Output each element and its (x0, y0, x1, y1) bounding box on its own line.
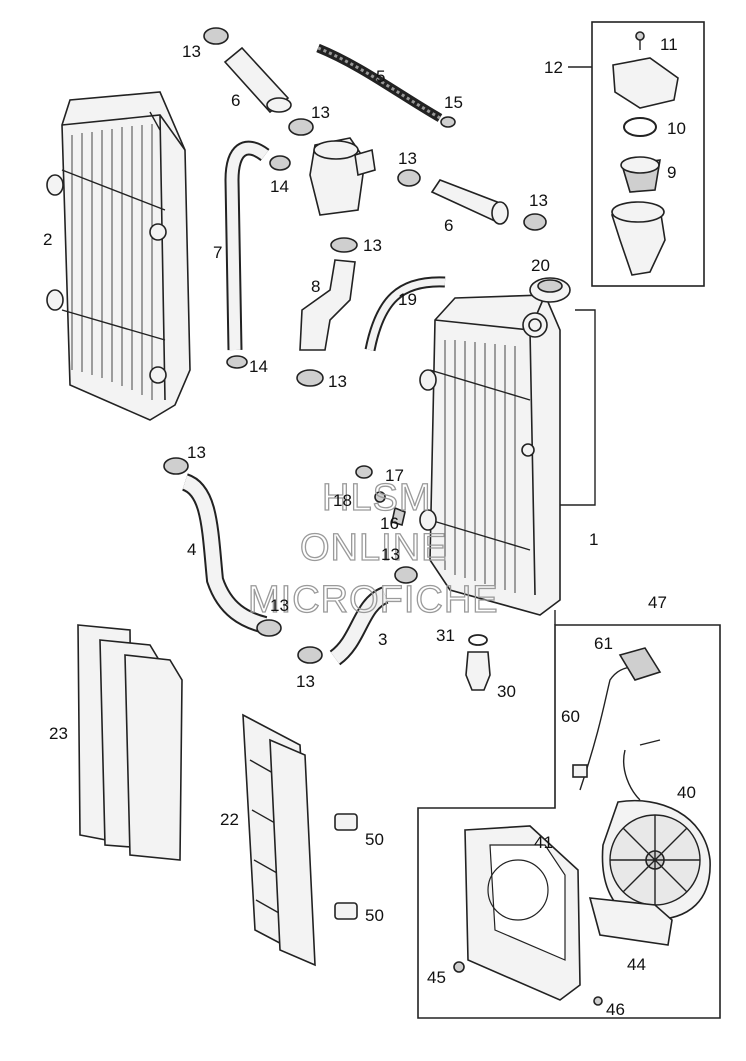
callout-14b: 14 (249, 357, 268, 376)
callout-11: 11 (660, 35, 678, 54)
hose-4 (181, 473, 268, 634)
callout-9: 9 (667, 163, 676, 182)
callout-15: 15 (444, 93, 463, 112)
callout-10: 10 (667, 119, 686, 138)
svg-text:ONLINE: ONLINE (300, 527, 447, 569)
temp-sensor (465, 634, 491, 691)
radiator-right (419, 294, 561, 616)
callout-1: 1 (589, 530, 598, 549)
callout-13j: 13 (381, 545, 400, 564)
callout-46: 46 (606, 1000, 625, 1019)
callout-labels: 1 2 3 4 5 6 6 7 8 9 10 11 12 13 13 13 13… (43, 35, 696, 1019)
hose-3 (329, 586, 390, 666)
callout-47: 47 (648, 593, 667, 612)
callout-13a: 13 (182, 42, 201, 61)
hose-6-middle (430, 179, 509, 225)
callout-17: 17 (385, 466, 404, 485)
callout-16: 16 (380, 514, 399, 533)
callout-22: 22 (220, 810, 239, 829)
callout-13b: 13 (311, 103, 330, 122)
callout-3: 3 (378, 630, 387, 649)
callout-31: 31 (436, 626, 455, 645)
callout-50a: 50 (365, 830, 384, 849)
radiator-left (46, 91, 191, 421)
plugs-small (355, 465, 406, 527)
callout-61: 61 (594, 634, 613, 653)
callout-2: 2 (43, 230, 52, 249)
svg-text:HLSM: HLSM (322, 477, 432, 519)
callout-4: 4 (187, 540, 196, 559)
callout-50b: 50 (365, 906, 384, 925)
callout-13f: 13 (328, 372, 347, 391)
hose-19 (364, 276, 446, 352)
hose-6-top (223, 46, 292, 114)
callout-41: 41 (534, 833, 553, 852)
thermostat-box (591, 21, 705, 287)
radiator-guard-22 (242, 713, 316, 967)
hose-7 (224, 140, 270, 351)
callout-6b: 6 (444, 216, 453, 235)
hose-clamps (163, 27, 547, 664)
callout-14a: 14 (270, 177, 289, 196)
callout-13h: 13 (270, 596, 289, 615)
callout-7: 7 (213, 243, 222, 262)
callout-6a: 6 (231, 91, 240, 110)
spacers-50 (334, 813, 358, 920)
hose-5 (316, 43, 443, 122)
callout-45: 45 (427, 968, 446, 987)
water-pump (309, 137, 376, 216)
callout-12: 12 (544, 58, 563, 77)
callout-30: 30 (497, 682, 516, 701)
callout-23: 23 (49, 724, 68, 743)
hose-8 (299, 259, 356, 351)
leader-lines (554, 66, 596, 625)
callout-13c: 13 (398, 149, 417, 168)
callout-44: 44 (627, 955, 646, 974)
callout-13i: 13 (296, 672, 315, 691)
callout-20: 20 (531, 256, 550, 275)
fan-kit-box (417, 624, 721, 1019)
radiator-guard-23 (77, 624, 183, 861)
svg-text:MICROFICHE: MICROFICHE (248, 579, 499, 621)
callout-40: 40 (677, 783, 696, 802)
callout-5: 5 (376, 67, 385, 86)
callout-8: 8 (311, 277, 320, 296)
watermark: HLSM ONLINE MICROFICHE (247, 476, 499, 621)
callout-13d: 13 (529, 191, 548, 210)
radiator-cap (529, 277, 571, 303)
callout-60: 60 (561, 707, 580, 726)
callout-13g: 13 (187, 443, 206, 462)
callout-19: 19 (398, 290, 417, 309)
callout-18: 18 (333, 491, 352, 510)
callout-13e: 13 (363, 236, 382, 255)
